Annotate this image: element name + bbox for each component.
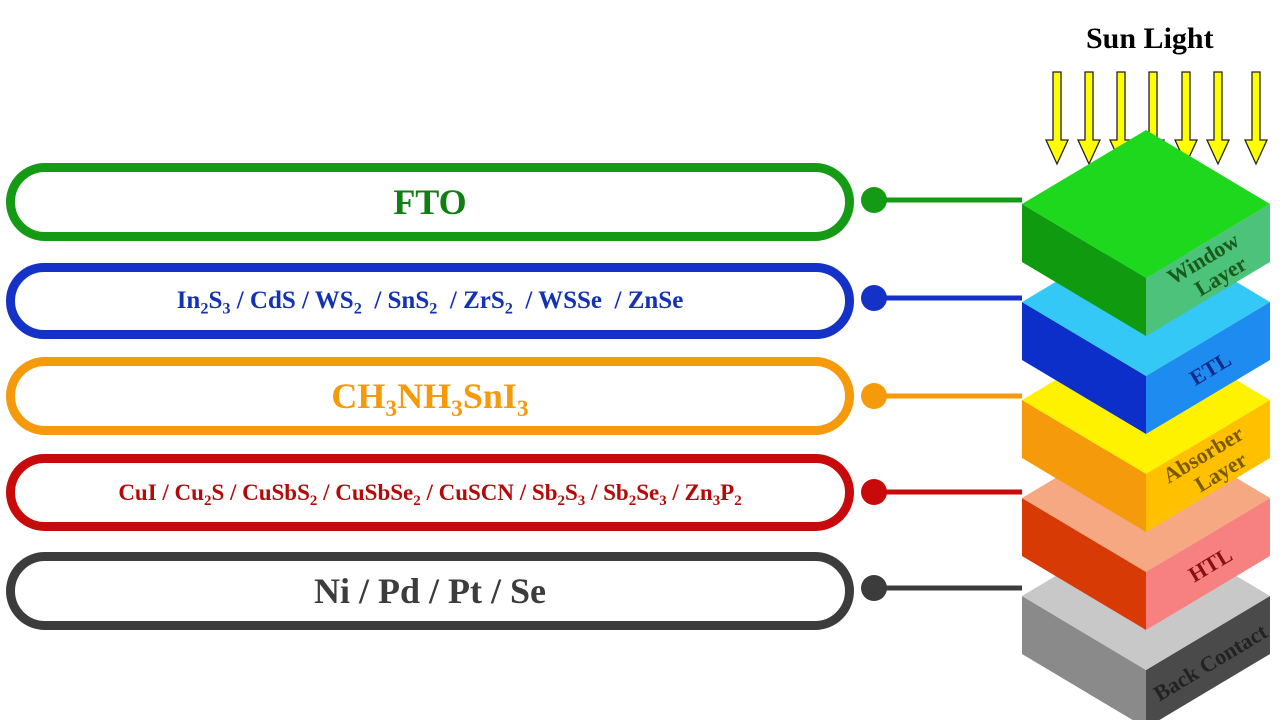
slab-right-face	[1146, 204, 1270, 336]
layer-material-label: In2S3 / CdS / WS2 / SnS2 / ZrS2 / WSSe /…	[176, 287, 684, 318]
slab-left-face	[1022, 302, 1146, 434]
layer-material-label: Ni / Pd / Pt / Se	[314, 571, 546, 611]
slab-left-face	[1022, 204, 1146, 336]
layer-pill-absorber: CH3NH3SnI3	[6, 357, 854, 435]
sunlight-arrow-icon	[1205, 71, 1231, 166]
slab-right-face	[1146, 302, 1270, 434]
slab-window: WindowLayer	[1022, 130, 1270, 336]
sunlight-arrow-icon	[1076, 71, 1102, 166]
slab-right-face	[1146, 400, 1270, 532]
layer-pill-window: FTO	[6, 163, 854, 241]
connector-dot-absorber	[861, 383, 887, 409]
connector-dot-htl	[861, 479, 887, 505]
slab-left-face	[1022, 498, 1146, 630]
slab-left-face	[1022, 400, 1146, 532]
connector-dot-window	[861, 187, 887, 213]
layer-pill-htl: CuI / Cu2S / CuSbS2 / CuSbSe2 / CuSCN / …	[6, 454, 854, 531]
sunlight-arrow-icon	[1044, 71, 1070, 166]
sun-light-label: Sun Light	[1086, 22, 1214, 55]
layer-material-label: CH3NH3SnI3	[331, 376, 529, 423]
slab-right-face	[1146, 498, 1270, 630]
layer-pill-etl: In2S3 / CdS / WS2 / SnS2 / ZrS2 / WSSe /…	[6, 263, 854, 339]
connector-dot-back	[861, 575, 887, 601]
layer-material-label: FTO	[393, 182, 467, 222]
sunlight-arrow-icon	[1173, 71, 1199, 166]
slab-left-face	[1022, 596, 1146, 720]
layer-material-label: CuI / Cu2S / CuSbS2 / CuSbSe2 / CuSCN / …	[118, 479, 742, 509]
slab-right-face	[1146, 596, 1270, 720]
layer-pill-back: Ni / Pd / Pt / Se	[6, 552, 854, 630]
connector-dot-etl	[861, 285, 887, 311]
sunlight-arrow-icon	[1243, 71, 1269, 166]
slab-top-face	[1022, 130, 1270, 278]
